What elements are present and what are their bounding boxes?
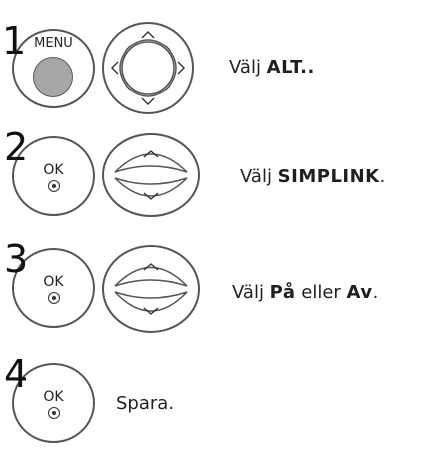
ok-dot-icon [48, 292, 60, 304]
menu-button[interactable]: MENU [12, 29, 95, 108]
ok-dot-icon [48, 407, 60, 419]
step-number: 2 [4, 125, 28, 169]
menu-button-dot [33, 57, 73, 97]
step-number: 1 [2, 19, 26, 63]
step-3: 3 OK Välj På eller Av. [0, 240, 429, 345]
ok-button-label: OK [43, 274, 64, 290]
step-4: 4 OK Spara. [0, 355, 429, 451]
step-instruction: Spara. [116, 393, 175, 414]
arrow-up-icon [141, 31, 155, 39]
arrow-up-icon [143, 150, 159, 158]
arrow-left-icon [111, 61, 119, 75]
step-number: 4 [4, 352, 28, 396]
menu-option-name: ALT.. [266, 57, 315, 78]
ok-button-label: OK [43, 389, 64, 405]
ok-button[interactable]: OK [12, 136, 95, 216]
step-instruction: Välj SIMPLINK. [240, 166, 386, 187]
option-off: Av [346, 282, 373, 303]
arrow-down-icon [141, 97, 155, 105]
ok-dot-icon [48, 180, 60, 192]
four-way-arrow-pad-icon[interactable] [100, 20, 196, 116]
ok-button[interactable]: OK [12, 363, 95, 443]
menu-button-label: MENU [34, 36, 73, 51]
up-down-arrow-pad-icon[interactable] [101, 244, 201, 334]
arrow-right-icon [177, 61, 185, 75]
step-1: 1 MENU Välj ALT.. [0, 0, 429, 114]
step-instruction: Välj ALT.. [229, 57, 315, 78]
arrow-down-icon [143, 307, 159, 315]
arrow-up-icon [143, 263, 159, 271]
step-instruction: Välj På eller Av. [232, 282, 379, 303]
ok-button[interactable]: OK [12, 248, 95, 328]
ok-button-label: OK [43, 162, 64, 178]
option-on: På [269, 282, 296, 303]
step-number: 3 [4, 237, 28, 281]
arrow-down-icon [143, 192, 159, 200]
up-down-arrow-pad-icon[interactable] [101, 132, 201, 218]
step-2: 2 OK Välj SIMPLINK. [0, 128, 429, 228]
menu-option-name: SIMPLINK [277, 166, 380, 187]
